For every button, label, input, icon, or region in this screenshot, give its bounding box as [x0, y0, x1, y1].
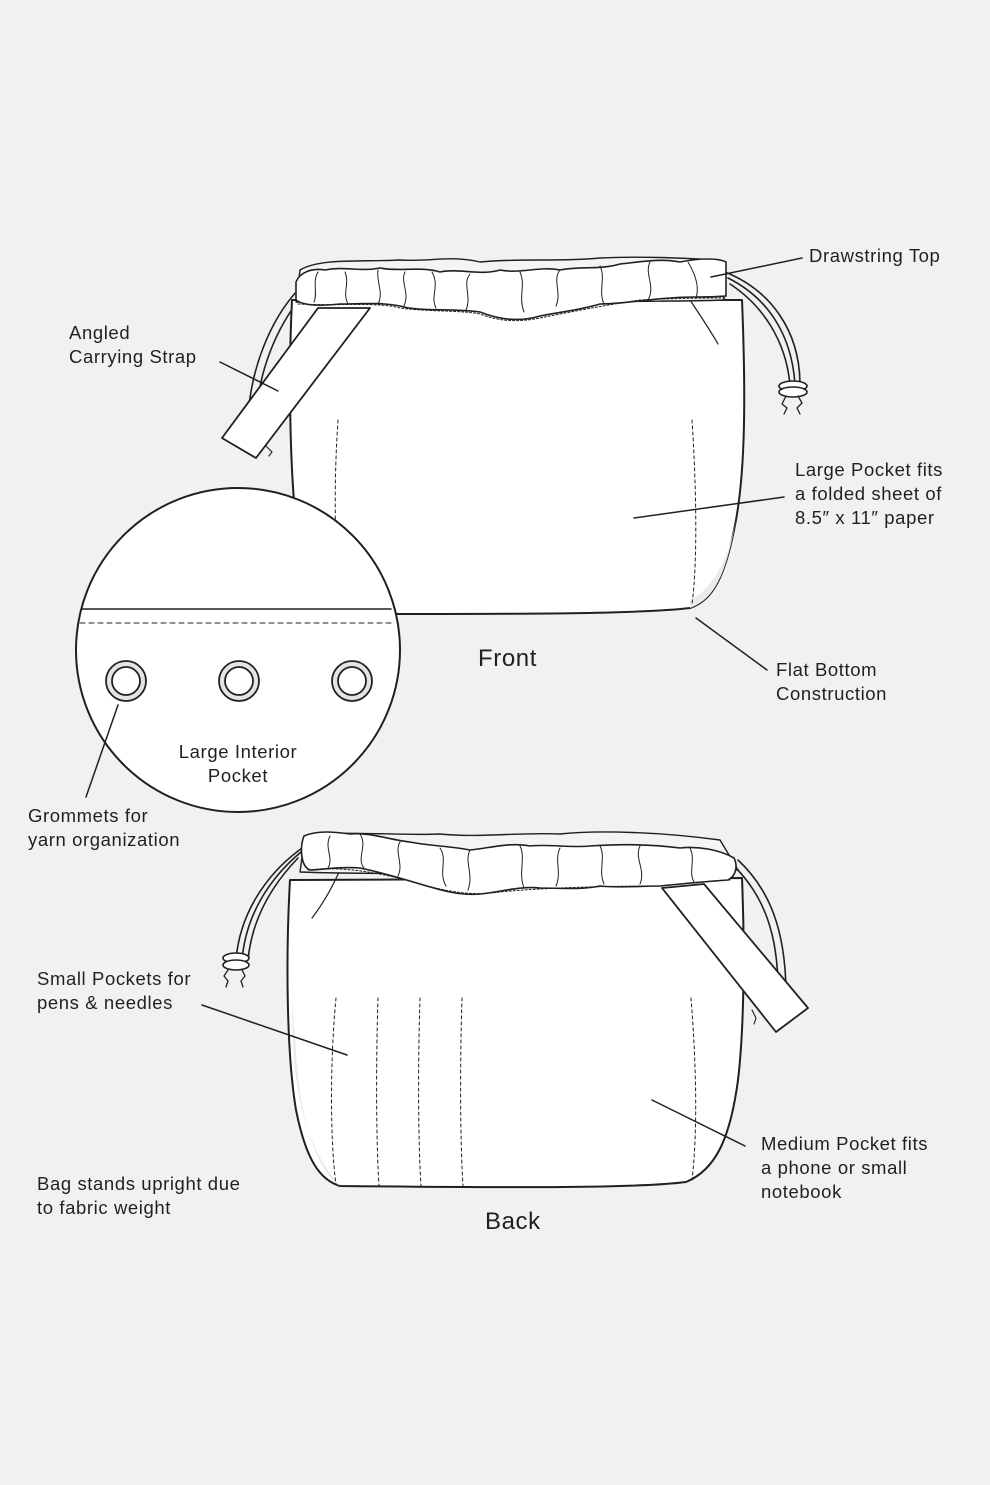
callout-text: Carrying Strap: [69, 346, 197, 367]
callout-text: Flat Bottom: [776, 659, 878, 680]
callout-flat-bottom: Flat Bottom Construction: [776, 658, 887, 706]
callout-text: Drawstring Top: [809, 245, 941, 266]
front-carrying-strap: [221, 307, 371, 459]
callout-text: to fabric weight: [37, 1197, 172, 1218]
callout-angled-strap: Angled Carrying Strap: [69, 321, 197, 369]
front-view-title: Front: [478, 645, 538, 672]
callout-text: Small Pockets for: [37, 968, 192, 989]
grommet-icon: [218, 660, 260, 702]
callout-grommets: Grommets for yarn organization: [28, 804, 180, 852]
interior-pocket-detail: [75, 487, 401, 813]
callout-text: notebook: [761, 1181, 842, 1202]
callout-text: a folded sheet of: [795, 483, 942, 504]
front-bag: [221, 256, 808, 615]
callout-text: pens & needles: [37, 992, 173, 1013]
back-bag: [222, 831, 809, 1189]
grommet-icon: [331, 660, 373, 702]
callout-text: yarn organization: [28, 829, 181, 850]
detail-circle-label: Large Interior Pocket: [138, 740, 338, 788]
callout-text: Medium Pocket fits: [761, 1133, 929, 1154]
detail-label-line: Pocket: [207, 765, 269, 786]
callout-text: Angled: [69, 322, 131, 343]
detail-label-line: Large Interior: [178, 741, 298, 762]
back-drawstring-top: [300, 831, 737, 896]
grommet-icon: [105, 660, 147, 702]
front-drawstring-top: [295, 258, 727, 321]
callout-text: 8.5″ x 11″ paper: [795, 507, 935, 528]
callout-medium-pocket: Medium Pocket fits a phone or small note…: [761, 1132, 928, 1204]
callout-text: a phone or small: [761, 1157, 908, 1178]
back-drawstring-cord-icon: [222, 845, 306, 988]
back-bag-body: [286, 877, 745, 1189]
callout-stands-upright: Bag stands upright due to fabric weight: [37, 1172, 240, 1220]
callout-large-pocket: Large Pocket fits a folded sheet of 8.5″…: [795, 458, 943, 530]
callout-leaders: [85, 257, 803, 1147]
front-drawstring-cord-icon: [724, 271, 808, 415]
callout-text: Bag stands upright due: [37, 1173, 241, 1194]
callout-text: Large Pocket fits: [795, 459, 943, 480]
callout-small-pockets: Small Pockets for pens & needles: [37, 967, 191, 1015]
callout-drawstring-top: Drawstring Top: [809, 244, 940, 268]
back-carrying-strap: [661, 883, 809, 1033]
back-view-title: Back: [485, 1208, 541, 1235]
callout-text: Grommets for: [28, 805, 149, 826]
callout-text: Construction: [776, 683, 888, 704]
